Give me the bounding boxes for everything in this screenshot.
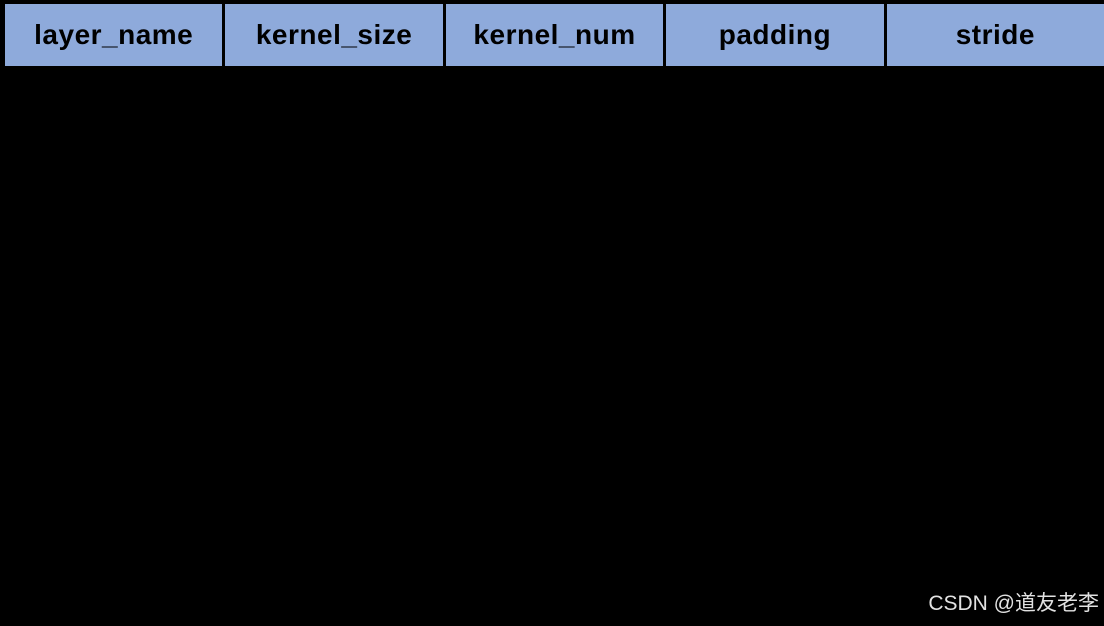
column-header-kernel-num: kernel_num [445, 4, 664, 66]
column-header-stride: stride [886, 4, 1104, 66]
table-header-row: layer_name kernel_size kernel_num paddin… [5, 4, 1104, 66]
table-body-area [0, 69, 1104, 626]
csdn-watermark: CSDN @道友老李 [928, 592, 1099, 615]
column-header-padding: padding [666, 4, 884, 66]
column-header-layer-name: layer_name [5, 4, 223, 66]
column-header-kernel-size: kernel_size [225, 4, 443, 66]
